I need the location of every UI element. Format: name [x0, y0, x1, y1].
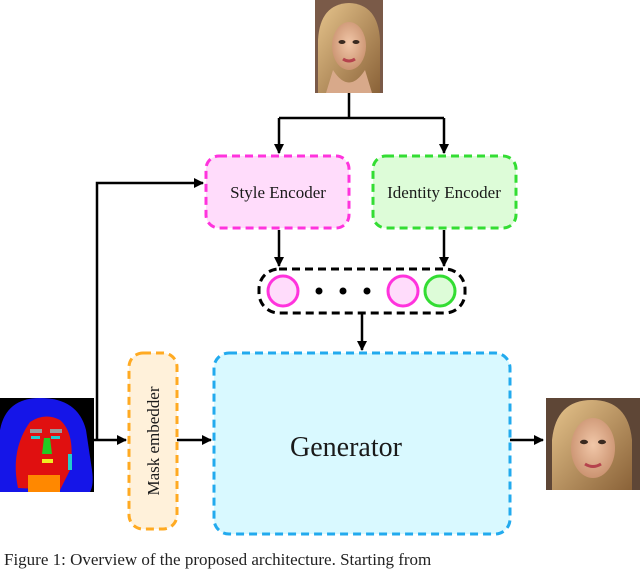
mask-embedder-box	[127, 351, 179, 531]
output-face-photo	[546, 398, 640, 490]
ellipsis-dot	[339, 287, 347, 295]
architecture-diagram: Style Encoder Identity Encoder Mask embe…	[0, 0, 640, 536]
identity-code-circle	[423, 274, 457, 308]
arrow-mask-to-style-encoder	[95, 178, 204, 440]
ellipsis-dot	[363, 287, 371, 295]
identity-encoder-label: Identity Encoder	[387, 183, 501, 202]
mask-embedder-label: Mask embedder	[144, 386, 163, 495]
style-encoder-label: Style Encoder	[230, 183, 326, 202]
ellipsis-dot	[315, 287, 323, 295]
style-encoder-box	[204, 154, 351, 230]
style-code-circle	[386, 274, 420, 308]
reference-face-photo	[315, 0, 383, 93]
figure-caption: Figure 1: Overview of the proposed archi…	[4, 550, 432, 569]
identity-encoder-box	[371, 154, 518, 230]
segmentation-mask-image	[0, 398, 94, 492]
generator-label: Generator	[290, 432, 403, 463]
style-code-circle	[266, 274, 300, 308]
generator-box	[212, 351, 512, 536]
